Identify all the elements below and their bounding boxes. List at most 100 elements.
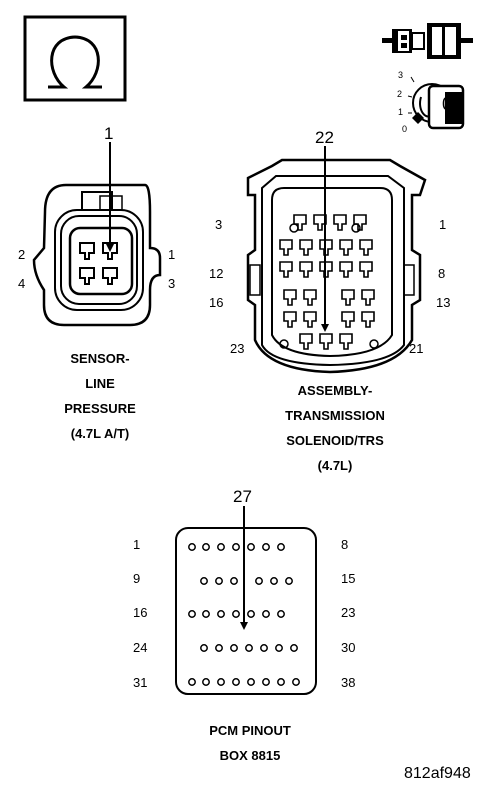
sensor-pin-label: 3 bbox=[168, 276, 176, 291]
solenoid-keyway bbox=[279, 339, 289, 349]
solenoid-callout-number: 22 bbox=[315, 128, 334, 147]
solenoid-caption-line: (4.7L) bbox=[317, 458, 353, 473]
pcm-pin bbox=[188, 678, 196, 686]
pcm-callout-number: 27 bbox=[233, 487, 252, 506]
sensor-caption-line: PRESSURE bbox=[64, 401, 136, 416]
pcm-pin bbox=[188, 610, 196, 618]
pcm-pin bbox=[292, 678, 300, 686]
sensor-pin-label: 2 bbox=[18, 247, 26, 262]
sensor-caption-line: LINE bbox=[85, 376, 115, 391]
pcm-row-left-label: 31 bbox=[133, 675, 148, 690]
pcm-pin bbox=[232, 543, 240, 551]
solenoid-connector bbox=[246, 158, 427, 374]
pcm-row-right-label: 38 bbox=[341, 675, 356, 690]
pcm-pin bbox=[232, 610, 240, 618]
pcm-row-left-label: 1 bbox=[133, 537, 141, 552]
pcm-row-right-label: 23 bbox=[341, 605, 356, 620]
pcm-pin bbox=[202, 543, 210, 551]
pcm-pin bbox=[230, 577, 238, 585]
pcm-pin bbox=[277, 678, 285, 686]
ignition-key-icon bbox=[407, 76, 465, 130]
ignition-position-1: 1 bbox=[398, 107, 404, 117]
solenoid-terminal bbox=[359, 261, 373, 278]
pcm-pin bbox=[215, 577, 223, 585]
solenoid-terminal bbox=[303, 311, 317, 328]
pcm-pin bbox=[230, 644, 238, 652]
sensor-caption: SENSOR- LINE PRESSURE (4.7L A/T) bbox=[40, 346, 160, 446]
pcm-pin bbox=[285, 577, 293, 585]
ignition-position-2: 2 bbox=[397, 89, 403, 99]
ignition-position-0: 0 bbox=[402, 124, 408, 134]
pcm-caption: PCM PINOUT BOX 8815 bbox=[180, 718, 320, 768]
solenoid-terminal bbox=[279, 239, 293, 256]
pcm-pin-grid bbox=[188, 543, 300, 686]
pcm-caption-line: BOX 8815 bbox=[219, 748, 281, 763]
solenoid-terminal-grid bbox=[279, 214, 379, 350]
pcm-pin bbox=[202, 610, 210, 618]
pcm-pin bbox=[200, 644, 208, 652]
pcm-pin bbox=[270, 577, 278, 585]
solenoid-caption: ASSEMBLY- TRANSMISSION SOLENOID/TRS (4.7… bbox=[260, 378, 410, 478]
solenoid-terminal bbox=[283, 289, 297, 306]
pcm-row-right-label: 8 bbox=[341, 537, 349, 552]
solenoid-terminal bbox=[359, 239, 373, 256]
pcm-pin bbox=[247, 543, 255, 551]
solenoid-terminal bbox=[339, 239, 353, 256]
solenoid-caption-line: ASSEMBLY- bbox=[297, 383, 373, 398]
solenoid-terminal bbox=[303, 289, 317, 306]
pcm-pin bbox=[290, 644, 298, 652]
solenoid-terminal bbox=[319, 239, 333, 256]
solenoid-terminal bbox=[339, 333, 353, 350]
solenoid-pin-label: 1 bbox=[439, 217, 447, 232]
sensor-caption-line: (4.7L A/T) bbox=[70, 426, 130, 441]
pcm-pin bbox=[188, 543, 196, 551]
pcm-pin bbox=[217, 543, 225, 551]
ohm-symbol-icon bbox=[23, 15, 127, 102]
solenoid-terminal bbox=[361, 289, 375, 306]
pcm-row-left-label: 16 bbox=[133, 605, 148, 620]
solenoid-terminal bbox=[279, 261, 293, 278]
solenoid-pin-label: 16 bbox=[209, 295, 224, 310]
solenoid-pin-label: 23 bbox=[230, 341, 245, 356]
pcm-pin bbox=[275, 644, 283, 652]
solenoid-keyway bbox=[351, 223, 361, 233]
pcm-row-left-label: 24 bbox=[133, 640, 148, 655]
pcm-pin bbox=[247, 610, 255, 618]
pcm-pin bbox=[262, 678, 270, 686]
pcm-pin bbox=[277, 610, 285, 618]
pcm-pin bbox=[202, 678, 210, 686]
solenoid-terminal bbox=[319, 333, 333, 350]
pcm-pin bbox=[217, 678, 225, 686]
solenoid-terminal bbox=[299, 333, 313, 350]
pcm-pin bbox=[245, 644, 253, 652]
sensor-terminal bbox=[79, 267, 95, 285]
sensor-pin-label: 1 bbox=[168, 247, 176, 262]
pcm-pin bbox=[277, 543, 285, 551]
sensor-pin-label: 4 bbox=[18, 276, 26, 291]
pcm-pinout-box bbox=[175, 527, 317, 695]
pcm-row-right-label: 30 bbox=[341, 640, 356, 655]
solenoid-terminal bbox=[361, 311, 375, 328]
sensor-connector bbox=[32, 183, 162, 327]
pcm-row-right-label: 15 bbox=[341, 571, 356, 586]
connector-plug-icon bbox=[382, 23, 473, 59]
pcm-pin bbox=[217, 610, 225, 618]
pcm-pin bbox=[262, 543, 270, 551]
ignition-position-3: 3 bbox=[398, 70, 404, 80]
ignition-key-label: 0 bbox=[442, 94, 453, 114]
pcm-caption-line: PCM PINOUT bbox=[209, 723, 291, 738]
pcm-pin bbox=[262, 610, 270, 618]
pcm-row-left-label: 9 bbox=[133, 571, 141, 586]
sensor-callout-number: 1 bbox=[104, 124, 114, 143]
sensor-terminal bbox=[79, 242, 95, 260]
solenoid-terminal bbox=[319, 261, 333, 278]
solenoid-keyway bbox=[289, 223, 299, 233]
figure-id: 812af948 bbox=[404, 765, 471, 782]
solenoid-terminal bbox=[341, 311, 355, 328]
pcm-pin bbox=[255, 577, 263, 585]
solenoid-terminal bbox=[339, 261, 353, 278]
solenoid-keyway bbox=[369, 339, 379, 349]
solenoid-pin-label: 13 bbox=[436, 295, 451, 310]
